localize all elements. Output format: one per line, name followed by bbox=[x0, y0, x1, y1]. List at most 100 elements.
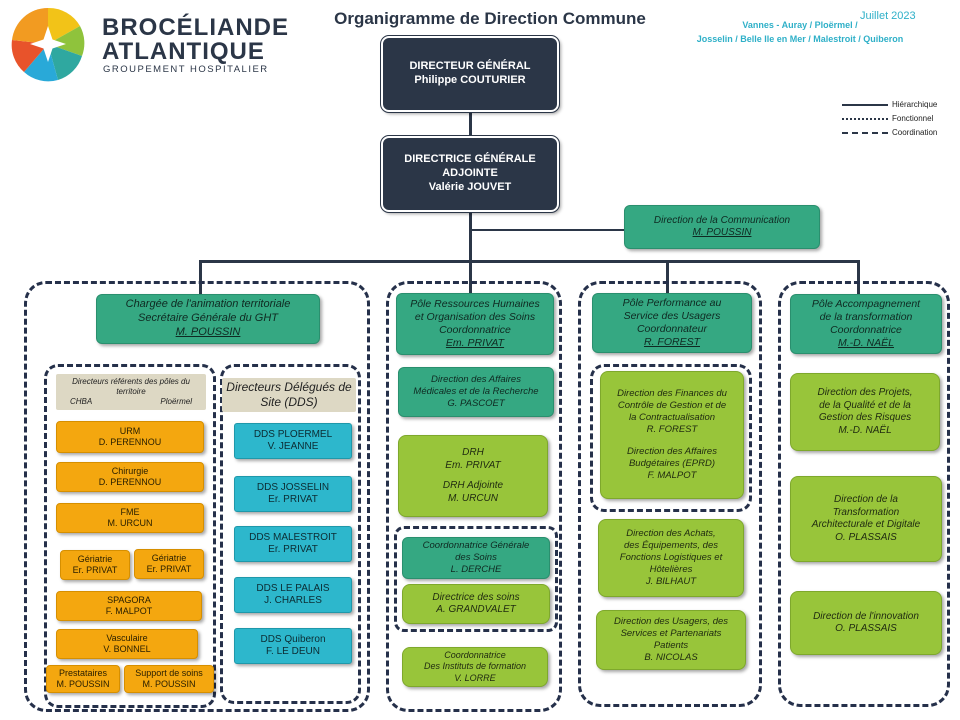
dds-title: Directeurs Délégués de Site (DDS) bbox=[226, 380, 352, 409]
col4-head-role: Coordonnatrice bbox=[830, 324, 902, 336]
legend-fonctionnel-label: Fonctionnel bbox=[892, 114, 934, 123]
pole-prestataires-name: M. POUSSIN bbox=[56, 679, 110, 689]
communication-title: Direction de la Communication bbox=[653, 214, 791, 226]
referents-left: CHBA bbox=[70, 397, 93, 406]
legend: Hiérarchique Fonctionnel Coordination bbox=[840, 100, 955, 145]
header-sites-line2: Josselin / Belle Ile en Mer / Malestroit… bbox=[696, 34, 904, 44]
drh-adjointe-title: DRH Adjointe bbox=[442, 480, 504, 491]
dg-box: DIRECTEUR GÉNÉRAL Philippe COUTURIER bbox=[380, 35, 560, 113]
drh-adjointe-name: M. URCUN bbox=[448, 492, 498, 504]
projets-name: M.-D. NAËL bbox=[838, 424, 892, 436]
finances-line2: Contrôle de Gestion et de bbox=[617, 400, 727, 412]
pole-spagora-name: F. MALPOT bbox=[105, 606, 153, 616]
col2-container bbox=[386, 281, 562, 712]
pole-support-soins-name: M. POUSSIN bbox=[142, 679, 196, 689]
achats-line1: Direction des Achats, bbox=[626, 528, 716, 540]
affaires-medicales-box: Direction des Affaires Médicales et de l… bbox=[398, 367, 554, 417]
projets-line3: Gestion des Risques bbox=[818, 412, 912, 423]
budget-line1: Direction des Affaires bbox=[627, 445, 717, 457]
dds-quiberon-name: F. LE DEUN bbox=[266, 646, 320, 657]
dds-josselin-label: DDS JOSSELIN bbox=[256, 481, 330, 493]
pole-support-soins: Support de soins M. POUSSIN bbox=[124, 665, 214, 693]
col1-head: Chargée de l'animation territoriale Secr… bbox=[96, 294, 320, 344]
pole-fme: FME M. URCUN bbox=[56, 503, 204, 533]
pole-vasculaire-name: V. BONNEL bbox=[103, 644, 151, 654]
affaires-medicales-line1: Direction des Affaires bbox=[431, 374, 521, 386]
referents-right: Ploërmel bbox=[160, 397, 192, 406]
projets-line2: de la Qualité et de la bbox=[819, 399, 911, 411]
dds-ploermel-name: V. JEANNE bbox=[267, 441, 319, 452]
col3-head-line1: Pôle Performance au bbox=[622, 296, 722, 309]
achats-name: J. BILHAUT bbox=[645, 575, 697, 587]
col2-head-line1: Pôle Ressources Humaines bbox=[410, 297, 540, 310]
achats-line3: Fonctions Logistiques et bbox=[619, 552, 723, 564]
legend-dotted-line bbox=[842, 118, 888, 120]
achats-box: Direction des Achats, des Équipements, d… bbox=[598, 519, 744, 597]
instituts-name: V. LORRE bbox=[454, 672, 496, 683]
pole-geriatrie-ploermel: Gériatrie Er. PRIVAT bbox=[134, 549, 204, 579]
finances-box: Direction des Finances du Contrôle de Ge… bbox=[600, 371, 744, 499]
drh-name: Em. PRIVAT bbox=[445, 459, 501, 471]
affaires-medicales-line2: Médicales et de la Recherche bbox=[413, 386, 539, 398]
achats-line4: Hôtelières bbox=[649, 563, 693, 575]
pole-geriatrie-ploermel-name: Er. PRIVAT bbox=[146, 564, 192, 574]
col2-head-line2: et Organisation des Soins bbox=[414, 310, 536, 323]
connector-col1 bbox=[199, 260, 202, 294]
col2-head: Pôle Ressources Humaines et Organisation… bbox=[396, 293, 554, 355]
pole-chirurgie: Chirurgie D. PERENNOU bbox=[56, 462, 204, 492]
drh-box: DRH Em. PRIVAT DRH Adjointe M. URCUN bbox=[398, 435, 548, 517]
logo: BROCÉLIANDE ATLANTIQUE GROUPEMENT HOSPIT… bbox=[10, 6, 288, 82]
dds-ploermel: DDS PLOERMEL V. JEANNE bbox=[234, 423, 352, 459]
col1-head-name: M. POUSSIN bbox=[175, 325, 241, 338]
referents-container bbox=[44, 364, 216, 708]
finances-line1: Direction des Finances du bbox=[617, 388, 727, 400]
col3-head-role: Coordonnateur bbox=[636, 323, 708, 335]
innovation-box: Direction de l'innovation O. PLASSAIS bbox=[790, 591, 942, 655]
legend-solid-line bbox=[842, 104, 888, 106]
legend-hierarchique-label: Hiérarchique bbox=[892, 100, 938, 109]
dds-quiberon: DDS Quiberon F. LE DEUN bbox=[234, 628, 352, 664]
legend-dashed-line bbox=[842, 132, 888, 134]
dds-header: Directeurs Délégués de Site (DDS) bbox=[222, 378, 356, 412]
dds-malestroit-label: DDS MALESTROIT bbox=[249, 531, 337, 543]
pole-prestataires-label: Prestataires bbox=[58, 667, 108, 678]
finances-group bbox=[590, 364, 752, 512]
referents-subtitles: CHBA Ploërmel bbox=[56, 397, 206, 407]
achats-line2: des Équipements, des bbox=[623, 540, 718, 552]
usagers-line1: Direction des Usagers, des bbox=[613, 616, 729, 628]
finances-name: R. FOREST bbox=[646, 424, 698, 436]
col2-head-name: Em. PRIVAT bbox=[445, 337, 505, 350]
coord-soins-name: L. DERCHE bbox=[450, 563, 502, 575]
logo-flower-icon bbox=[11, 7, 85, 82]
col3-container bbox=[578, 281, 762, 707]
affaires-medicales-name: G. PASCOET bbox=[447, 397, 505, 409]
pole-urm: URM D. PERENNOU bbox=[56, 421, 204, 453]
header-date: Juillet 2023 bbox=[860, 10, 916, 22]
dds-le-palais: DDS LE PALAIS J. CHARLES bbox=[234, 577, 352, 613]
instituts-line2: Des Instituts de formation bbox=[423, 661, 527, 672]
pole-urm-name: D. PERENNOU bbox=[98, 437, 162, 447]
usagers-box: Direction des Usagers, des Services et P… bbox=[596, 610, 746, 670]
usagers-name: B. NICOLAS bbox=[644, 651, 698, 663]
directrice-soins-title: Directrice des soins bbox=[432, 591, 520, 603]
col3-head-name: R. FOREST bbox=[643, 336, 700, 349]
col3-head: Pôle Performance au Service des Usagers … bbox=[592, 293, 752, 353]
legend-coordination-label: Coordination bbox=[892, 128, 938, 137]
usagers-line2: Services et Partenariats bbox=[620, 628, 722, 640]
budget-name: F. MALPOT bbox=[647, 469, 697, 481]
dds-malestroit: DDS MALESTROIT Er. PRIVAT bbox=[234, 526, 352, 562]
pole-spagora: SPAGORA F. MALPOT bbox=[56, 591, 202, 621]
transformation-box: Direction de la Transformation Architect… bbox=[790, 476, 942, 562]
pole-vasculaire-label: Vasculaire bbox=[106, 632, 148, 643]
pole-geriatrie-chba: Gériatrie Er. PRIVAT bbox=[60, 550, 130, 580]
connector-dga-trunk bbox=[469, 210, 472, 262]
dga-title-2: ADJOINTE bbox=[442, 167, 498, 180]
directrice-soins-name: A. GRANDVALET bbox=[436, 604, 516, 615]
pole-spagora-label: SPAGORA bbox=[107, 594, 151, 605]
dg-name: Philippe COUTURIER bbox=[414, 74, 526, 86]
innovation-title: Direction de l'innovation bbox=[813, 610, 919, 622]
page-title: Organigramme de Direction Commune bbox=[334, 9, 646, 28]
dds-le-palais-name: J. CHARLES bbox=[264, 595, 322, 606]
header-sites-line1: Vannes - Auray / Ploërmel / bbox=[742, 20, 858, 30]
coord-soins-line1: Coordonnatrice Générale bbox=[422, 540, 530, 552]
